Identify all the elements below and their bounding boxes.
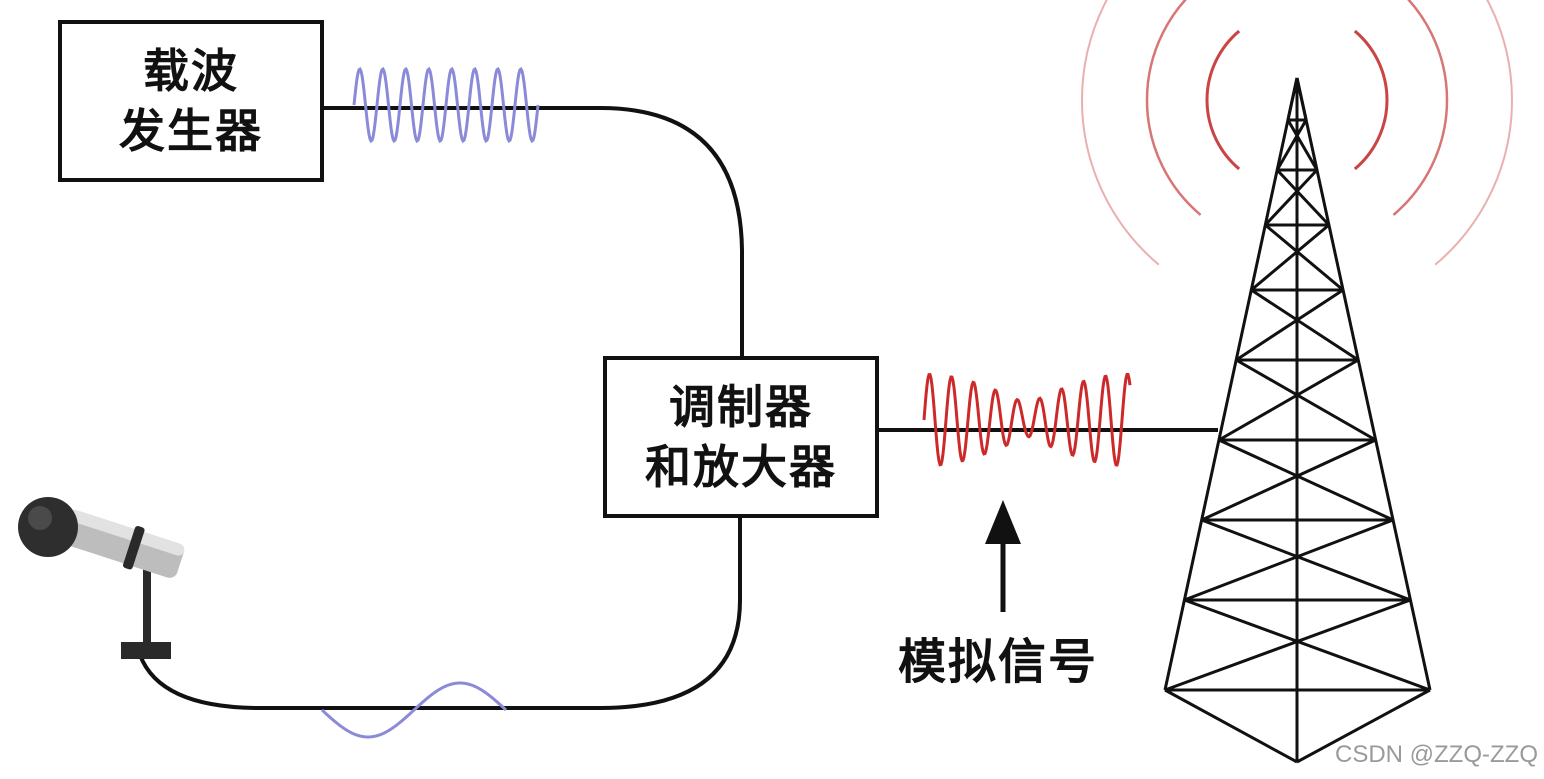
tower-strut: [1296, 688, 1431, 764]
wire-mic-to-modulator: [138, 518, 742, 710]
analog-signal-label: 模拟信号: [898, 634, 1099, 690]
tower-strut: [1250, 288, 1360, 362]
tower-strut: [1295, 77, 1432, 691]
radio-waves-icon: [1081, 0, 1513, 266]
tower-strut: [1164, 688, 1298, 764]
arrow-up-icon: [985, 500, 1021, 612]
tower-strut: [1218, 358, 1360, 442]
tower-strut: [1264, 168, 1319, 227]
tower-strut: [1250, 223, 1330, 292]
modulator-label-1: 调制器: [669, 380, 813, 434]
tower-strut: [1164, 598, 1411, 692]
radio-wave-arc: [1434, 0, 1513, 266]
tower-strut: [1276, 168, 1331, 227]
wire-carrier-to-modulator: [324, 106, 744, 356]
radio-wave-arc: [1353, 29, 1389, 171]
carrier-generator-label-2: 发生器: [119, 104, 263, 158]
tower-strut: [1163, 77, 1299, 691]
radio-wave-arc: [1145, 0, 1202, 216]
radio-wave-arc: [1392, 0, 1449, 216]
tower-strut: [1235, 288, 1344, 362]
modulated-wave: [922, 373, 1132, 467]
tower-strut: [1201, 518, 1411, 602]
tower-strut: [1275, 119, 1308, 171]
tower-strut: [1264, 223, 1345, 292]
tower-strut: [1218, 438, 1394, 522]
modulator-label-2: 和放大器: [645, 440, 837, 494]
radio-wave-arc: [1205, 29, 1241, 171]
carrier-generator-label-1: 载波: [143, 44, 239, 98]
tower-strut: [1295, 77, 1308, 121]
carrier-generator-box: 载波 发生器: [58, 20, 324, 182]
tower-strut: [1286, 119, 1319, 171]
transmission-tower-icon: [1163, 77, 1432, 764]
radio-wave-arc: [1081, 0, 1160, 266]
tower-strut: [1286, 77, 1299, 121]
tower-strut: [1183, 598, 1431, 692]
carrier-wave: [352, 66, 540, 144]
modulator-amplifier-box: 调制器 和放大器: [603, 356, 879, 518]
tower-strut: [1183, 518, 1394, 602]
microphone-icon: [18, 497, 185, 659]
tower-strut: [1201, 438, 1377, 522]
watermark: CSDN @ZZQ-ZZQ: [1334, 741, 1538, 768]
tower-strut: [1235, 358, 1377, 442]
audio-wave: [320, 681, 508, 739]
